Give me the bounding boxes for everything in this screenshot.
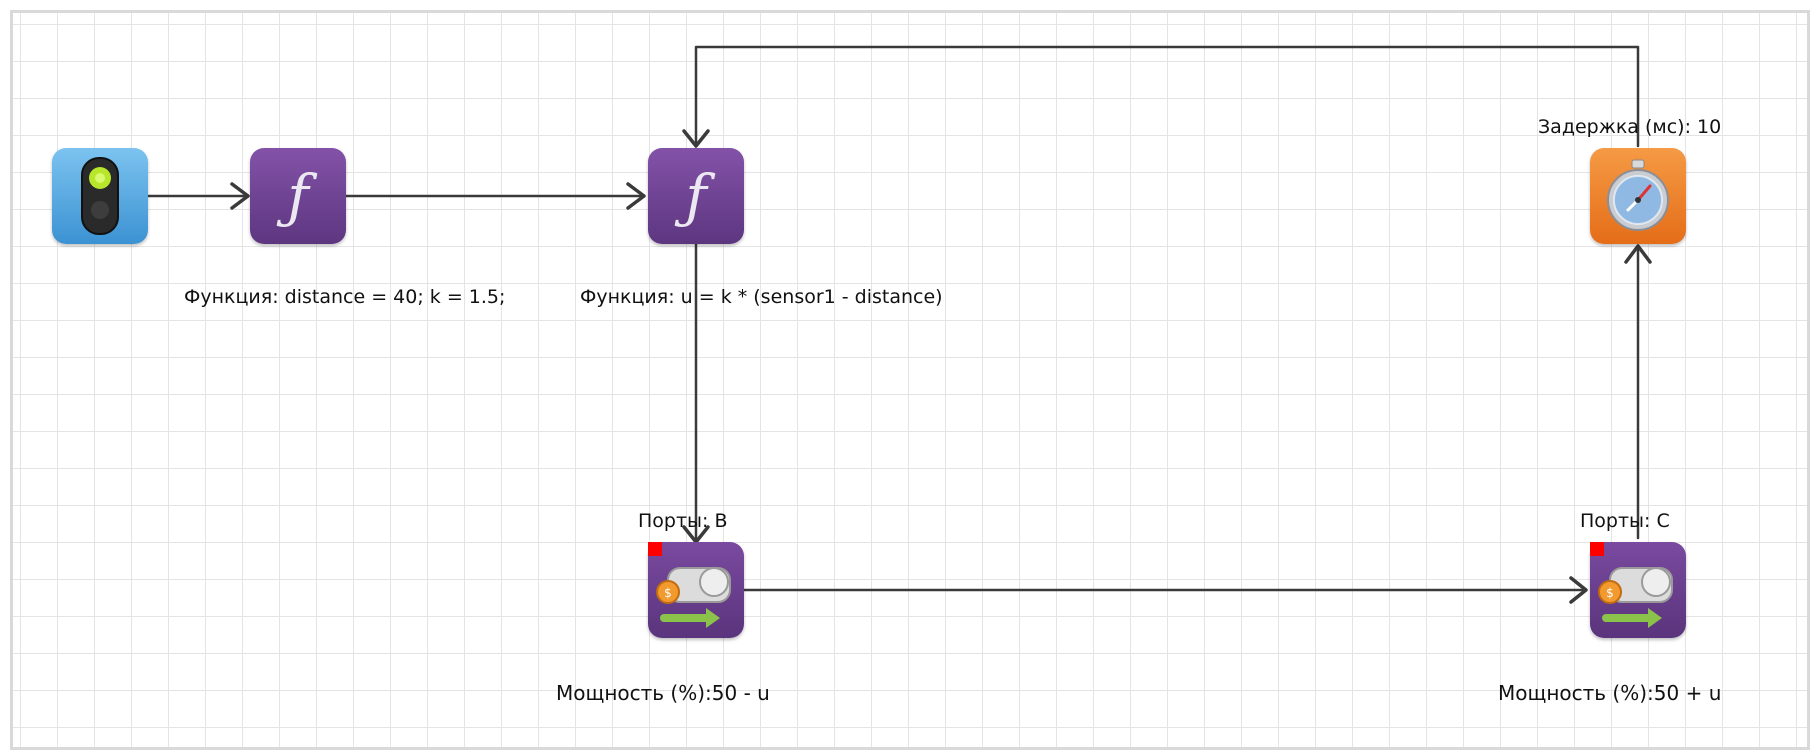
arrowhead-delay (1624, 244, 1652, 264)
function-block-2[interactable]: ƒ (648, 148, 744, 244)
motor-b-port-indicator (648, 542, 662, 556)
motor-block-c[interactable]: $ (1590, 542, 1686, 638)
start-block[interactable] (52, 148, 148, 244)
diagram-canvas[interactable] (10, 10, 1810, 750)
delay-label: Задержка (мс): 10 (1538, 116, 1722, 138)
function-2-label: Функция: u = k * (sensor1 - distance) (580, 286, 943, 308)
motor-icon: $ (656, 567, 731, 628)
function-icon: ƒ (674, 162, 716, 230)
stopwatch-icon (1607, 159, 1669, 231)
arrowhead-func1 (230, 182, 250, 210)
arrowhead-func2-loop (682, 129, 710, 148)
svg-text:$: $ (664, 586, 672, 600)
svg-text:$: $ (1606, 586, 1614, 600)
motor-c-power-label: Мощность (%):50 + u (1498, 681, 1722, 705)
svg-text:ƒ: ƒ (674, 162, 716, 230)
motor-block-b[interactable]: $ (648, 542, 744, 638)
motor-c-ports-label: Порты: C (1580, 510, 1670, 532)
wire-delay-loop-to-func2 (694, 45, 1640, 148)
motor-c-port-indicator (1590, 542, 1604, 556)
function-1-label: Функция: distance = 40; k = 1.5; (184, 286, 506, 308)
arrowhead-motor-c (1569, 576, 1588, 604)
motor-b-ports-label: Порты: B (638, 510, 728, 532)
delay-block[interactable] (1590, 148, 1686, 244)
svg-text:ƒ: ƒ (276, 162, 318, 230)
motor-icon: $ (1598, 567, 1673, 628)
motor-b-power-label: Мощность (%):50 - u (556, 681, 770, 705)
traffic-light-icon (81, 157, 119, 235)
function-block-1[interactable]: ƒ (250, 148, 346, 244)
arrowhead-func2 (626, 182, 646, 210)
function-icon: ƒ (276, 162, 318, 230)
